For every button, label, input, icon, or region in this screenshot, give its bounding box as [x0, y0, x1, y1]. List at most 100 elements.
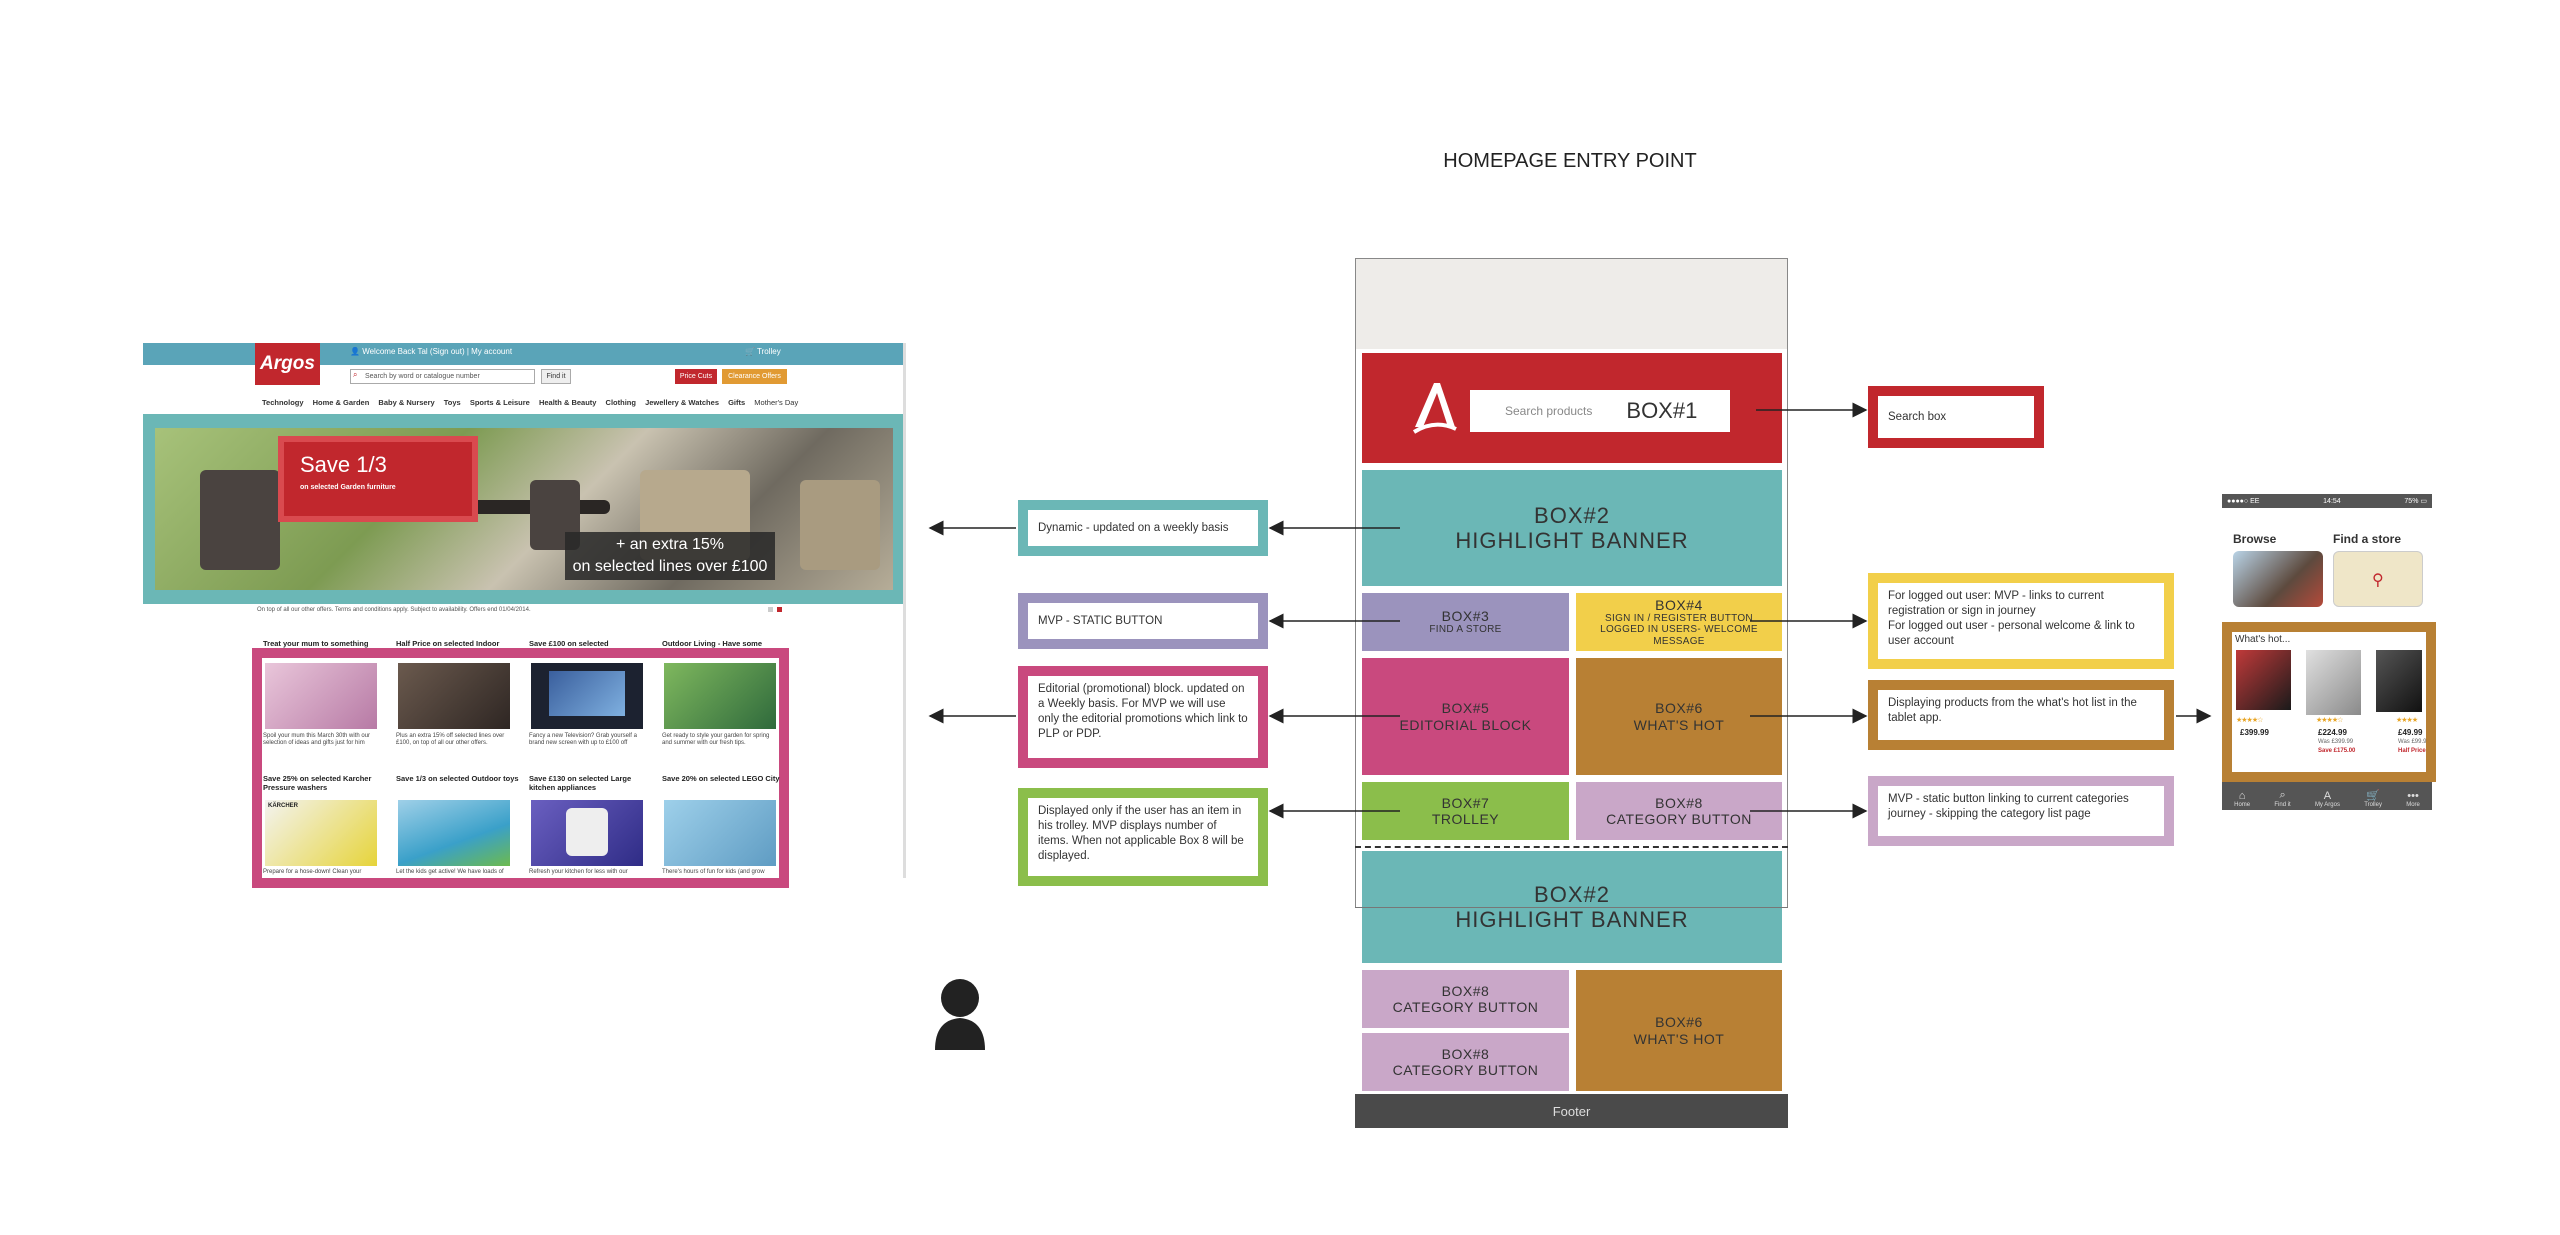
nav-item: Health & Beauty	[538, 398, 597, 407]
note-line: For logged out user: MVP - links to curr…	[1888, 590, 2104, 617]
box-label: LOGGED IN USERS- WELCOME MESSAGE	[1600, 624, 1758, 647]
home-icon: ⌂	[2238, 790, 2246, 802]
trolley-icon: 🛒	[745, 347, 755, 356]
find-store-label: Find a store	[2333, 532, 2402, 546]
tab-find-it: ⌕Find it	[2274, 789, 2290, 808]
tile-caption: Refresh your kitchen for less with our	[529, 869, 628, 875]
tile-image	[398, 663, 510, 729]
box-label: BOX#6	[1655, 700, 1703, 717]
desktop-header-bar	[143, 343, 905, 365]
note-mvp-static: MVP - STATIC BUTTON	[1018, 593, 1268, 649]
browse-card	[2233, 551, 2323, 607]
note-text: For logged out user: MVP - links to curr…	[1878, 583, 2164, 659]
tile-heading: Save 25% on selected Karcher Pressure wa…	[263, 774, 372, 792]
box6-whats-hot-lower: BOX#6 WHAT'S HOT	[1576, 970, 1782, 1091]
tile-caption: Spoil your mum this March 30th with our …	[263, 733, 371, 747]
tile-image	[664, 800, 776, 866]
tile-image	[531, 800, 643, 866]
product-price: £224.99	[2318, 728, 2347, 737]
box-label: HIGHLIGHT BANNER	[1455, 528, 1689, 553]
save-promo-box: Save 1/3 on selected Garden furniture	[278, 436, 478, 522]
note-dynamic: Dynamic - updated on a weekly basis	[1018, 500, 1268, 556]
whats-hot-label: What's hot...	[2235, 634, 2291, 645]
note-text: Search box	[1878, 396, 2034, 438]
box-label: BOX#2	[1534, 502, 1610, 528]
box2-highlight-banner: BOX#2 HIGHLIGHT BANNER	[1362, 470, 1782, 586]
note-text: Dynamic - updated on a weekly basis	[1028, 510, 1258, 546]
product-bbq-image	[2376, 650, 2422, 712]
product-mixer-image	[2306, 650, 2361, 715]
box-label: BOX#7	[1441, 794, 1490, 811]
box-label: BOX#8	[1441, 1045, 1490, 1062]
box-label: CATEGORY BUTTON	[1392, 999, 1539, 1015]
fineprint: On top of all our other offers. Terms an…	[257, 607, 531, 613]
box-label: BOX#8	[1441, 982, 1490, 999]
note-trolley: Displayed only if the user has an item i…	[1018, 788, 1268, 886]
search-placeholder: Search products	[1505, 404, 1593, 418]
tile-image	[664, 663, 776, 729]
nav-item: Technology	[262, 398, 304, 407]
box-label: BOX#4	[1655, 596, 1703, 613]
tile-heading: Save £100 on selected	[529, 639, 609, 648]
note-whats-hot: Displaying products from the what's hot …	[1868, 680, 2174, 750]
note-category: MVP - static button linking to current c…	[1868, 776, 2174, 846]
trolley-link: 🛒 Trolley	[745, 347, 781, 356]
note-text: MVP - static button linking to current c…	[1878, 786, 2164, 836]
product-tv-image	[2236, 650, 2291, 710]
welcome-text: 👤 Welcome Back Tal (Sign out) | My accou…	[350, 347, 512, 356]
tab-home: ⌂Home	[2234, 790, 2250, 808]
product-saving: Save £175.00	[2318, 748, 2356, 754]
box-label: HIGHLIGHT BANNER	[1455, 907, 1689, 932]
box-label: WHAT'S HOT	[1633, 1030, 1725, 1047]
box8-category-button-lower-2: BOX#8 CATEGORY BUTTON	[1362, 1033, 1569, 1091]
chair-shape	[200, 470, 280, 570]
box-label: CATEGORY BUTTON	[1606, 811, 1752, 827]
browse-label: Browse	[2233, 532, 2277, 546]
box6-whats-hot: BOX#6 WHAT'S HOT	[1576, 658, 1782, 775]
person-icon	[935, 979, 985, 1050]
map-pin-icon: ⚲	[2372, 572, 2384, 589]
page-title: HOMEPAGE ENTRY POINT	[1443, 150, 1697, 172]
trolley-label: Trolley	[757, 347, 781, 356]
product-saving: Half Price	[2398, 748, 2426, 754]
footer: Footer	[1355, 1094, 1788, 1128]
box8-category-button: BOX#8 CATEGORY BUTTON	[1576, 782, 1782, 840]
tile-heading: Save £130 on selected Large kitchen appl…	[529, 774, 632, 792]
tile-image: KÄRCHER	[265, 800, 377, 866]
promo-title: Save 1/3	[300, 452, 387, 477]
tile-caption: There's hours of fun for kids (and grow	[662, 869, 765, 875]
box-label: BOX#2	[1534, 881, 1610, 907]
note-text: Displayed only if the user has an item i…	[1028, 798, 1258, 876]
nav-item: Mother's Day	[754, 398, 799, 407]
trolley-icon: 🛒	[2366, 790, 2380, 802]
box-label: BOX#3	[1441, 608, 1490, 625]
carousel-dot-active	[777, 607, 782, 612]
find-it-button: Find it	[541, 369, 571, 384]
status-time: 14:54	[2323, 497, 2341, 505]
promo-subtitle: on selected Garden furniture	[300, 484, 396, 491]
nav-item: Baby & Nursery	[378, 398, 435, 407]
product-price: £49.99	[2398, 728, 2423, 737]
fold-line	[1355, 846, 1788, 848]
tile-heading: Half Price on selected Indoor	[396, 639, 500, 648]
product-was-price: Was £399.99	[2318, 739, 2354, 745]
box1-label: BOX#1	[1626, 398, 1698, 423]
welcome-label: Welcome Back Tal (Sign out) | My account	[362, 347, 513, 356]
box-label: EDITORIAL BLOCK	[1399, 716, 1532, 733]
extra-line-2: on selected lines over £100	[572, 558, 768, 575]
tile-heading: Save 1/3 on selected Outdoor toys	[396, 774, 519, 783]
clearance-offers-button: Clearance Offers	[722, 369, 787, 384]
desktop-search-input: Search by word or catalogue number	[350, 369, 535, 384]
tile-image	[265, 663, 377, 729]
tile-caption: Fancy a new Television? Grab yourself a …	[529, 733, 637, 747]
box8-category-button-lower: BOX#8 CATEGORY BUTTON	[1362, 970, 1569, 1028]
more-icon: •••	[2407, 790, 2419, 802]
mobile-status-bar: ●●●●○ EE 14:54 75% ▭	[2222, 494, 2432, 508]
box3-find-a-store: BOX#3 FIND A STORE	[1362, 593, 1569, 651]
tile-heading: Outdoor Living - Have some	[662, 639, 763, 648]
note-sign-in: For logged out user: MVP - links to curr…	[1868, 573, 2174, 669]
box1-search-field: Search products BOX#1	[1470, 390, 1730, 432]
rating-stars: ★★★★	[2396, 717, 2418, 724]
tab-label: Find it	[2274, 802, 2291, 808]
